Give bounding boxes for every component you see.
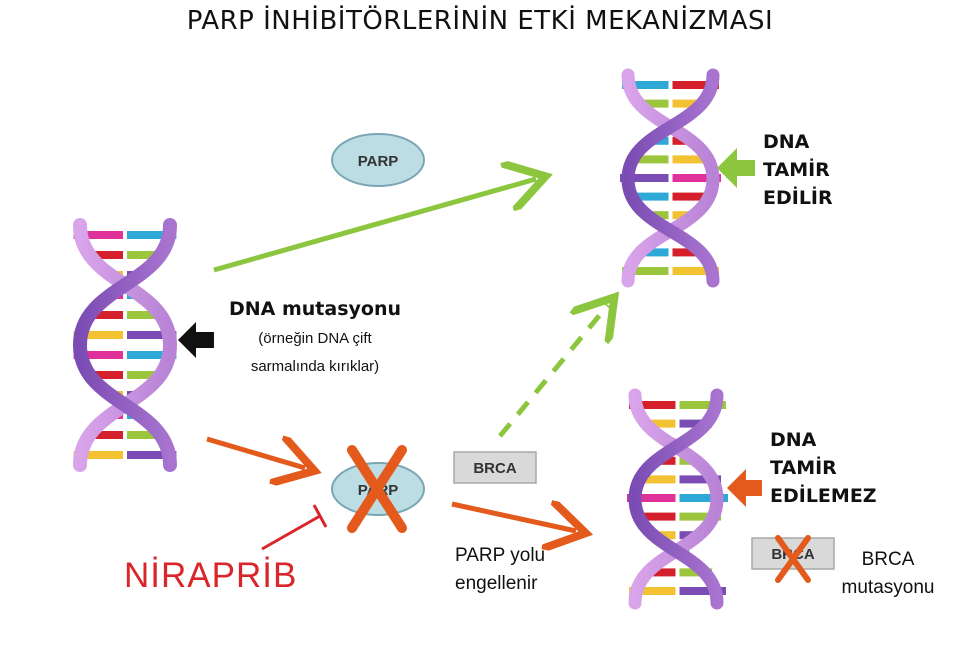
page-title: PARP İNHİBİTÖRLERİNİN ETKİ MEKANİZMASI <box>186 6 774 36</box>
repaired-line1: DNA <box>763 131 810 153</box>
base-pair-right <box>127 331 177 339</box>
base-pair-left <box>622 81 669 89</box>
base-pair-left <box>633 475 676 484</box>
repaired-label: DNA TAMİR EDİLİR <box>763 128 833 212</box>
repaired-line3: EDİLİR <box>763 187 833 209</box>
base-pair-left <box>633 512 676 521</box>
green-arrow-icon <box>717 148 755 188</box>
base-pair-right <box>679 475 722 484</box>
base-pair-left <box>622 267 669 275</box>
not-repaired-line1: DNA <box>770 429 817 451</box>
brca-mutation-line2: mutasyonu <box>841 577 935 598</box>
repaired-line2: TAMİR <box>763 159 830 181</box>
base-pair-right <box>679 494 728 502</box>
brca-label-mid: BRCA <box>473 460 516 477</box>
base-pair-left <box>626 155 669 164</box>
base-pair-right <box>672 174 721 182</box>
base-pair-right <box>679 419 713 428</box>
base-pair-left <box>85 371 123 379</box>
base-pair-right <box>127 311 165 319</box>
base-pair-right <box>127 231 177 239</box>
orange-arrow-icon <box>451 504 576 531</box>
parp-blocked-line1: PARP yolu <box>455 545 546 566</box>
base-pair-left <box>620 174 669 182</box>
mutation-title: DNA mutasyonu <box>228 298 402 320</box>
base-pair-right <box>672 267 719 275</box>
parp-blocked-label: PARP yolu engellenir <box>455 542 545 598</box>
green-dashed-arrow-icon <box>498 305 608 438</box>
drug-label: NİRAPRİB <box>124 556 298 595</box>
brca-box-bottom <box>751 537 835 570</box>
base-pair-left <box>642 568 676 577</box>
not-repaired-line2: TAMİR <box>770 457 837 479</box>
parp-label-top: PARP <box>358 153 399 170</box>
dna-helix-repaired <box>620 68 721 288</box>
dna-helix-unrepaired <box>627 388 728 610</box>
base-pair-right <box>679 587 726 595</box>
base-pair-right <box>672 155 715 164</box>
base-pair-right <box>679 401 726 409</box>
base-pair-left <box>642 419 676 428</box>
base-pair-left <box>626 192 669 201</box>
base-pair-left <box>73 351 123 359</box>
base-pair-right <box>127 351 177 359</box>
base-pair-left <box>629 401 676 409</box>
base-pair-left <box>635 248 669 257</box>
base-pair-left <box>85 431 123 439</box>
parp-blocked-line2: engellenir <box>455 573 538 594</box>
mutation-sub-line1: (örneğin DNA çift <box>258 330 372 347</box>
brca-box-mid <box>453 451 537 484</box>
cross-mark-icon <box>347 445 407 533</box>
brca-mutation-line1: BRCA <box>861 549 915 570</box>
parp-node-top <box>331 133 425 187</box>
base-pair-left <box>627 494 676 502</box>
base-pair-right <box>672 99 706 108</box>
base-pair-right <box>127 251 165 259</box>
base-pair-left <box>635 99 669 108</box>
orange-arrow-icon <box>727 469 762 507</box>
base-pair-right <box>672 192 715 201</box>
mutation-sub-line2: sarmalında kırıklar) <box>250 358 380 375</box>
base-pair-left <box>629 587 676 595</box>
brca-mutation-label: BRCA mutasyonu <box>826 546 950 602</box>
base-pair-left <box>85 311 123 319</box>
dna-helix-left <box>72 218 178 472</box>
cross-mark-icon <box>775 535 811 583</box>
base-pair-right <box>672 248 706 257</box>
black-arrow-icon <box>178 322 214 358</box>
not-repaired-label: DNA TAMİR EDİLEMEZ <box>770 426 877 510</box>
not-repaired-line3: EDİLEMEZ <box>770 485 877 507</box>
green-arrow-icon <box>213 179 536 273</box>
orange-arrow-icon <box>206 439 305 468</box>
base-pair-right <box>672 81 719 89</box>
base-pair-right <box>127 451 177 459</box>
base-pair-right <box>127 431 165 439</box>
base-pair-right <box>679 512 722 521</box>
base-pair-left <box>73 231 123 239</box>
base-pair-left <box>85 251 123 259</box>
base-pair-right <box>127 371 165 379</box>
base-pair-left <box>73 331 123 339</box>
base-pair-left <box>73 451 123 459</box>
inhibition-bar-icon <box>261 504 328 551</box>
